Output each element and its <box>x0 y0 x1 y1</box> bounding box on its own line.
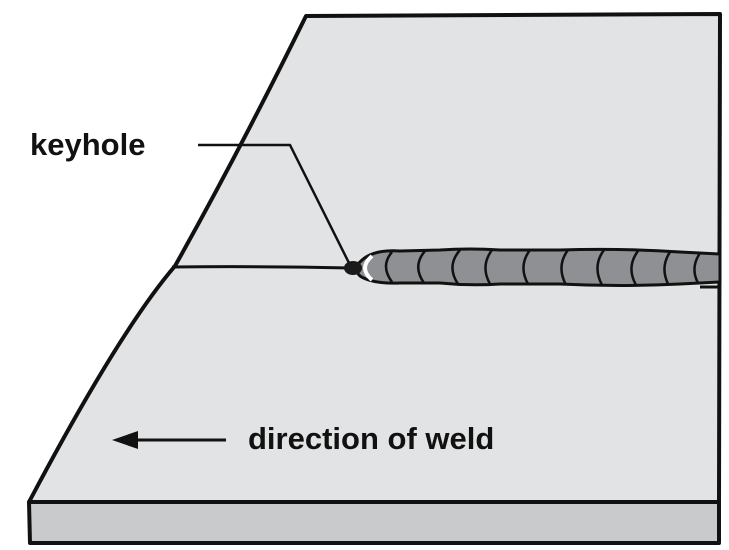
arrow-left-icon <box>112 431 226 449</box>
keyhole-leader-line <box>198 143 351 264</box>
weld-bead <box>354 247 722 287</box>
weld-ripple <box>596 249 606 286</box>
weld-ripple <box>522 249 532 285</box>
weld-ripple <box>484 249 494 285</box>
direction-label: direction of weld <box>248 421 494 456</box>
weld-ripple <box>663 251 672 285</box>
plate-front-edge <box>27 500 721 545</box>
weld-pool-front <box>363 254 374 282</box>
weld-ripple <box>560 249 570 286</box>
weld-ripple <box>693 252 702 284</box>
joint-seam <box>171 265 720 289</box>
keyhole-spot <box>344 261 362 275</box>
weld-ripple <box>417 250 426 284</box>
weld-ripple <box>384 251 394 283</box>
weld-ripples <box>384 249 702 286</box>
weld-ripple <box>451 249 461 285</box>
keyhole-label: keyhole <box>30 127 145 162</box>
weld-ripple <box>630 250 640 286</box>
